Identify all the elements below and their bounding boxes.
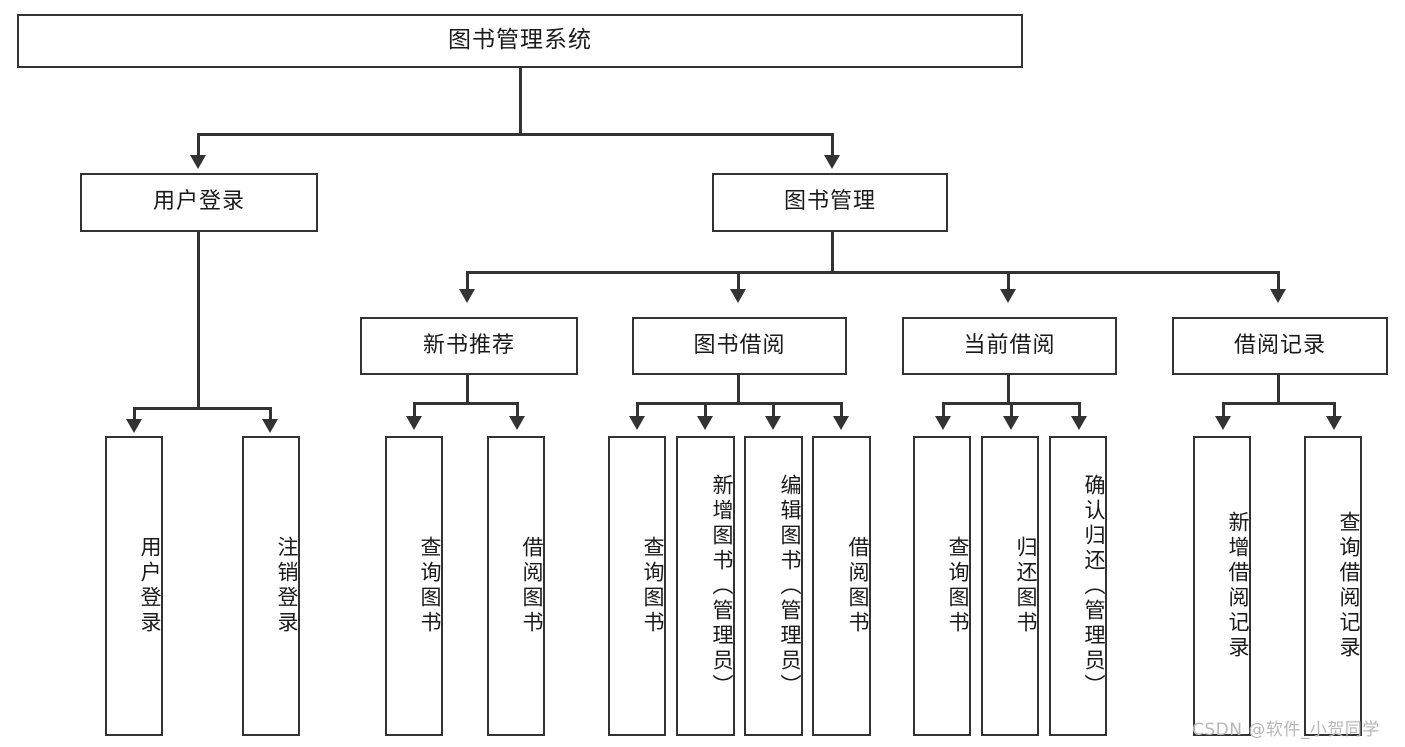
connector-book-borrow-trunk: [737, 375, 740, 404]
connector-to-new-book-recommend: [466, 271, 469, 291]
arrowhead-book-borrow-c1: [629, 416, 645, 430]
arrowhead-leaf-logout: [262, 419, 278, 433]
arrowhead-current-borrow: [1000, 289, 1016, 303]
connector-user-login-trunk: [197, 232, 200, 409]
node-user-login[interactable]: 用户登录: [80, 173, 318, 232]
leaf-query-book-borrow[interactable]: 查询图书: [608, 436, 666, 736]
connector-book-management-trunk: [831, 232, 834, 273]
connector-to-borrow-record: [1277, 271, 1280, 291]
arrowhead-new-book-c1: [406, 416, 422, 430]
leaf-borrow-book[interactable]: 借阅图书: [812, 436, 871, 736]
connector-new-book-bus: [413, 402, 519, 405]
connector-current-borrow-c3: [1078, 402, 1081, 418]
leaf-logout[interactable]: 注销登录: [242, 436, 300, 736]
connector-root-trunk: [519, 68, 522, 134]
csdn-watermark: CSDN @软件_小贺同学: [1192, 720, 1380, 740]
arrowhead-book-borrow-c4: [833, 416, 849, 430]
connector-user-login-bus: [133, 407, 269, 410]
connector-book-borrow-c3: [772, 402, 775, 418]
node-book-borrow[interactable]: 图书借阅: [632, 317, 847, 375]
arrowhead-user-login: [190, 155, 206, 169]
arrowhead-current-borrow-c1: [935, 416, 951, 430]
connector-borrow-record-trunk: [1277, 375, 1280, 404]
arrowhead-borrow-record-c1: [1215, 416, 1231, 430]
leaf-query-book-current[interactable]: 查询图书: [913, 436, 971, 736]
leaf-query-book-recommend[interactable]: 查询图书: [385, 436, 443, 736]
arrowhead-leaf-user-login: [126, 419, 142, 433]
arrowhead-current-borrow-c2: [1003, 416, 1019, 430]
node-new-book-recommend[interactable]: 新书推荐: [360, 317, 578, 375]
arrowhead-borrow-record-c2: [1326, 416, 1342, 430]
connector-borrow-record-c1: [1222, 402, 1225, 418]
arrowhead-new-book-c2: [509, 416, 525, 430]
connector-borrow-record-c2: [1333, 402, 1336, 418]
connector-current-borrow-c2: [1010, 402, 1013, 418]
connector-book-borrow-bus: [636, 402, 841, 405]
connector-new-book-c2: [516, 402, 519, 418]
connector-user-login-right: [269, 407, 272, 421]
connector-to-book-management: [831, 133, 834, 157]
connector-to-current-borrow: [1007, 271, 1010, 291]
arrowhead-book-borrow: [730, 289, 746, 303]
connector-current-borrow-trunk: [1007, 375, 1010, 404]
node-borrow-record[interactable]: 借阅记录: [1172, 317, 1388, 375]
arrowhead-book-borrow-c3: [765, 416, 781, 430]
connector-book-borrow-c1: [636, 402, 639, 418]
arrowhead-new-book-recommend: [459, 289, 475, 303]
leaf-user-login[interactable]: 用户登录: [105, 436, 163, 736]
leaf-borrow-book-recommend[interactable]: 借阅图书: [487, 436, 545, 736]
leaf-edit-book-admin[interactable]: 编辑图书（管理员）: [744, 436, 803, 736]
arrowhead-book-borrow-c2: [697, 416, 713, 430]
connector-borrow-record-bus: [1222, 402, 1335, 405]
connector-level3-bus: [466, 271, 1279, 274]
connector-to-user-login: [197, 133, 200, 157]
connector-new-book-c1: [413, 402, 416, 418]
connector-user-login-left: [133, 407, 136, 421]
connector-book-borrow-c4: [840, 402, 843, 418]
leaf-add-book-admin[interactable]: 新增图书（管理员）: [676, 436, 735, 736]
arrowhead-borrow-record: [1270, 289, 1286, 303]
connector-level2-bus: [197, 133, 833, 136]
leaf-return-book[interactable]: 归还图书: [981, 436, 1039, 736]
arrowhead-current-borrow-c3: [1071, 416, 1087, 430]
node-book-management[interactable]: 图书管理: [712, 173, 948, 232]
leaf-confirm-return-admin[interactable]: 确认归还（管理员）: [1049, 436, 1107, 736]
leaf-add-borrow-record[interactable]: 新增借阅记录: [1193, 436, 1251, 736]
connector-new-book-trunk: [466, 375, 469, 404]
arrowhead-book-management: [824, 155, 840, 169]
leaf-query-borrow-record[interactable]: 查询借阅记录: [1304, 436, 1362, 736]
node-current-borrow[interactable]: 当前借阅: [902, 317, 1117, 375]
node-root-book-management-system[interactable]: 图书管理系统: [17, 14, 1023, 68]
connector-book-borrow-c2: [704, 402, 707, 418]
connector-to-book-borrow: [737, 271, 740, 291]
connector-current-borrow-c1: [942, 402, 945, 418]
